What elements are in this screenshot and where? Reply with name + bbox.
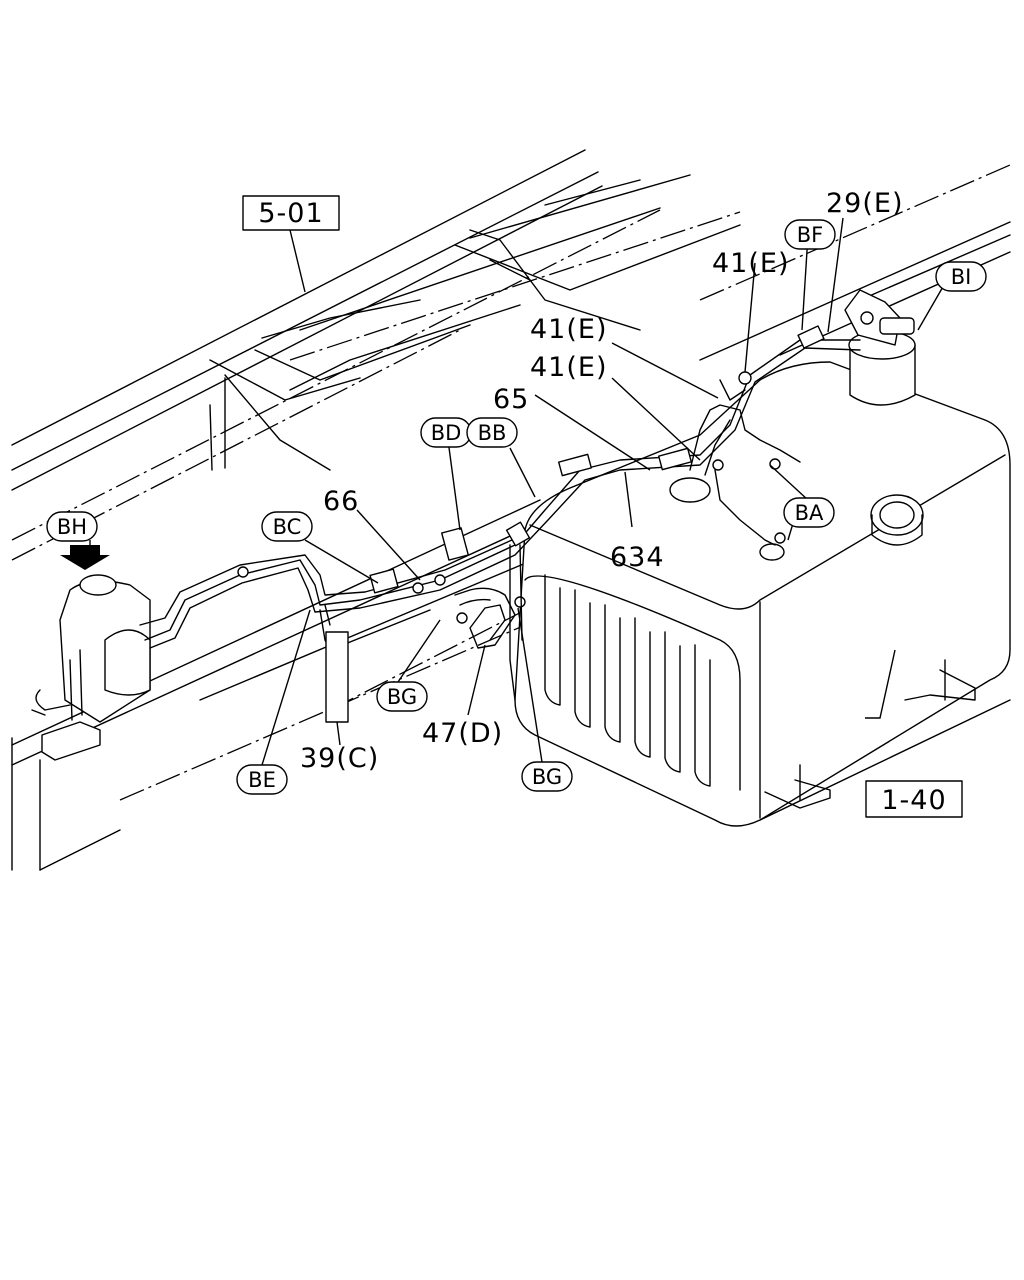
tank-bracket-front bbox=[764, 779, 831, 809]
callout-BE: BE bbox=[236, 764, 288, 795]
callout-BD: BD bbox=[420, 417, 472, 448]
part-label-29E: 29(E) bbox=[826, 188, 903, 219]
callout-BI: BI bbox=[935, 261, 987, 292]
direction-arrow-icon bbox=[60, 545, 110, 570]
callout-text: BH bbox=[57, 515, 87, 539]
chassis-frame bbox=[11, 149, 1011, 871]
callout-text: BA bbox=[795, 501, 824, 525]
callout-text: BD bbox=[431, 421, 462, 445]
injection-pump bbox=[31, 545, 151, 761]
fuel-filter bbox=[844, 289, 916, 406]
part-label-41E: 41(E) bbox=[712, 248, 789, 279]
part-label-634: 634 bbox=[610, 542, 665, 573]
tank-bracket-rear bbox=[904, 669, 976, 701]
part-label-41E: 41(E) bbox=[530, 314, 607, 345]
callout-BB: BB bbox=[466, 417, 518, 448]
part-label-41E: 41(E) bbox=[530, 352, 607, 383]
part-label-65: 65 bbox=[493, 384, 529, 415]
callout-text: BI bbox=[951, 265, 972, 289]
filler-neck bbox=[870, 494, 924, 546]
callout-BG-2: BG bbox=[521, 761, 573, 792]
part-label-39C: 39(C) bbox=[300, 743, 379, 774]
callout-text: BB bbox=[478, 421, 507, 445]
leader-lines bbox=[89, 217, 945, 766]
callout-text: BG bbox=[532, 765, 562, 789]
callout-text: BC bbox=[273, 515, 302, 539]
part-label-47D: 47(D) bbox=[422, 718, 503, 749]
boxed-ref-5-01: 5-01 bbox=[242, 195, 340, 231]
tank-ribs bbox=[524, 574, 741, 791]
callout-BC: BC bbox=[261, 511, 313, 542]
callout-text: BE bbox=[248, 768, 276, 792]
fuel-tank bbox=[514, 361, 1011, 827]
callout-text: BG bbox=[387, 685, 417, 709]
callout-text: BF bbox=[797, 223, 824, 247]
boxed-ref-text: 1-40 bbox=[881, 785, 946, 816]
callout-BH: BH bbox=[46, 511, 98, 542]
callout-BG-1: BG bbox=[376, 681, 428, 712]
part-label-66: 66 bbox=[323, 486, 359, 517]
callout-BF: BF bbox=[784, 219, 836, 250]
boxed-ref-1-40: 1-40 bbox=[865, 780, 963, 818]
callout-BA: BA bbox=[783, 497, 835, 528]
tank-sender-cap bbox=[669, 477, 711, 503]
tank-drain-cap bbox=[759, 543, 785, 561]
boxed-ref-text: 5-01 bbox=[258, 198, 323, 229]
